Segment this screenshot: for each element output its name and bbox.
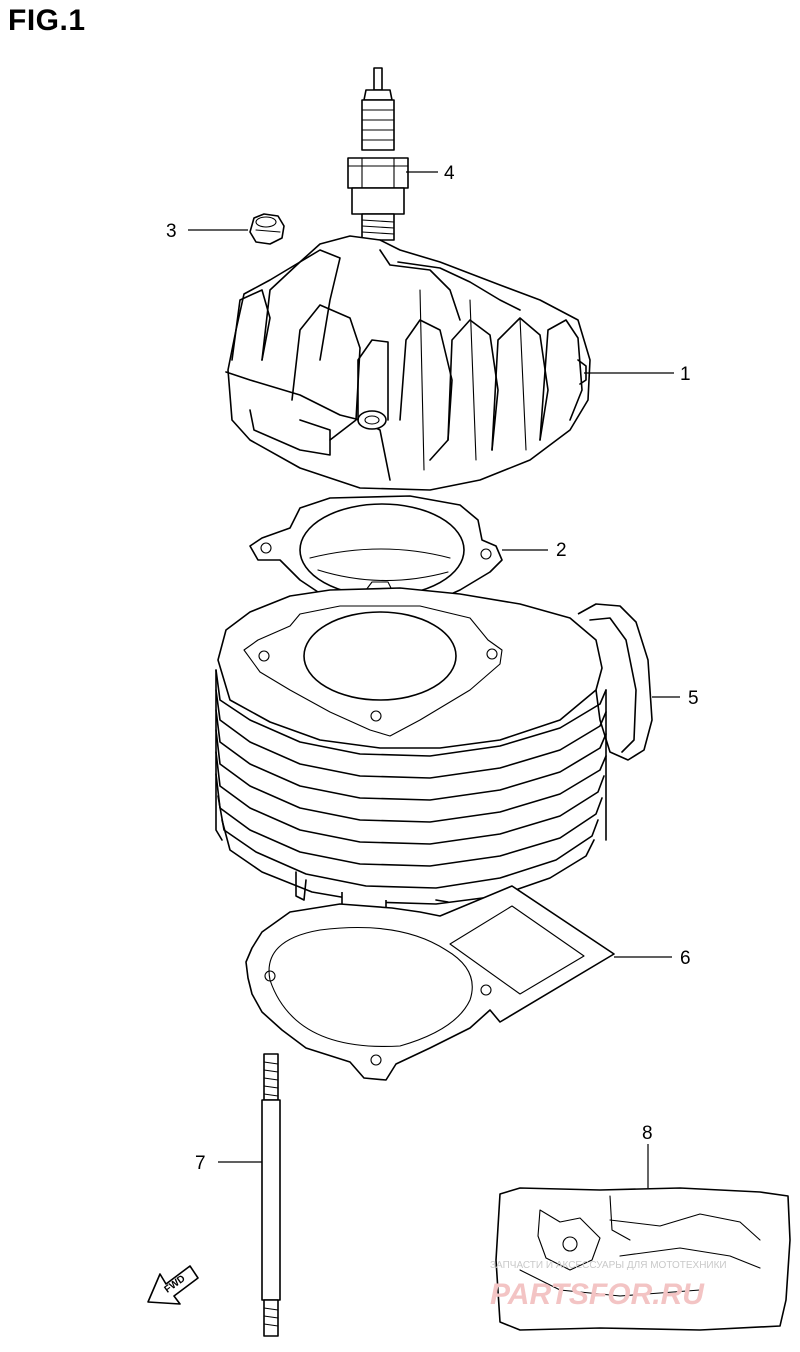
callout-7: 7 (195, 1153, 206, 1174)
gasket-set-bag[interactable] (495, 1187, 791, 1331)
leader-lines (188, 171, 680, 1188)
cylinder-stud-bolt[interactable] (261, 1053, 281, 1337)
cylinder-block[interactable] (215, 587, 653, 925)
cylinder-head-gasket[interactable] (249, 495, 503, 623)
spark-plug[interactable] (347, 67, 409, 241)
watermark-logo: PARTSFOR.RU (490, 1278, 705, 1311)
forward-direction-arrow: FWD (147, 1265, 199, 1305)
callout-4: 4 (444, 163, 455, 184)
callout-5: 5 (688, 688, 699, 709)
callout-8: 8 (642, 1123, 653, 1144)
callout-2: 2 (556, 540, 567, 561)
cylinder-base-gasket[interactable] (245, 885, 615, 1081)
callout-6: 6 (680, 948, 691, 969)
callout-3: 3 (166, 221, 177, 242)
figure-title: FIG.1 (8, 4, 86, 37)
cylinder-head[interactable] (225, 235, 591, 491)
cylinder-head-nut[interactable] (249, 213, 285, 245)
callout-1: 1 (680, 364, 691, 385)
watermark-tagline: ЗАПЧАСТИ И АКСЕССУАРЫ ДЛЯ МОТОТЕХНИКИ (490, 1260, 727, 1271)
